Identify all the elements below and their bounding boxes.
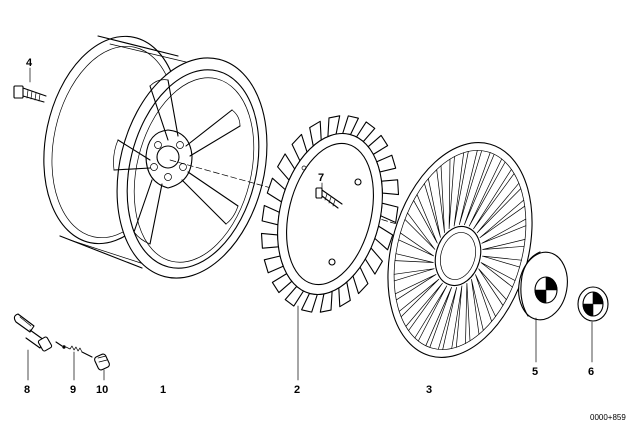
cover-vane bbox=[398, 278, 440, 318]
callout-10: 10 bbox=[96, 384, 108, 396]
callout-7: 7 bbox=[318, 172, 324, 184]
valve-insert bbox=[55, 341, 93, 358]
cover-vane bbox=[453, 151, 469, 227]
cover-vane bbox=[393, 268, 435, 282]
cover-vane bbox=[424, 178, 441, 238]
cover-vane bbox=[464, 152, 495, 226]
cover-vane bbox=[479, 199, 526, 238]
fan-blade bbox=[380, 179, 400, 196]
tire-valve bbox=[13, 313, 53, 352]
callout-6: 6 bbox=[588, 366, 594, 378]
wheel-rim bbox=[43, 35, 268, 279]
cover-vane bbox=[394, 253, 434, 263]
fan-blade bbox=[380, 202, 399, 224]
cover-vane bbox=[458, 150, 483, 226]
cover-vane bbox=[451, 285, 463, 349]
cover-vane bbox=[405, 282, 443, 331]
cover-vane bbox=[414, 285, 448, 342]
hub-cap bbox=[518, 251, 568, 321]
cover-vane bbox=[478, 268, 507, 306]
leader-lines bbox=[27, 67, 593, 381]
cover-vane bbox=[476, 182, 522, 234]
cover-vane bbox=[468, 158, 506, 227]
cover-vane bbox=[481, 218, 527, 244]
cover-vane bbox=[398, 232, 434, 257]
callout-4: 4 bbox=[26, 57, 33, 69]
cover-vane bbox=[413, 194, 438, 244]
fan-blade bbox=[342, 115, 359, 136]
cover-vane bbox=[480, 262, 516, 288]
wheel-cover bbox=[387, 142, 533, 358]
fan-screw bbox=[315, 187, 343, 209]
cover-vane bbox=[437, 286, 458, 350]
callout-5: 5 bbox=[532, 366, 538, 378]
cover-vane bbox=[471, 279, 484, 335]
fan-blade bbox=[261, 204, 280, 226]
cover-vane bbox=[482, 255, 522, 268]
callout-2: 2 bbox=[294, 384, 300, 396]
fan-blade bbox=[260, 232, 280, 249]
cover-vane bbox=[448, 156, 455, 230]
wheel-bolt bbox=[13, 85, 47, 103]
fan-ring bbox=[260, 115, 400, 313]
reference-code: 0000+859 bbox=[590, 413, 626, 422]
cover-vane bbox=[482, 239, 526, 250]
cover-vane bbox=[404, 212, 436, 250]
valve-cap bbox=[94, 353, 110, 371]
cover-vane bbox=[425, 286, 452, 348]
cover-vane bbox=[465, 282, 471, 344]
cover-vane bbox=[473, 169, 515, 230]
fan-blade bbox=[301, 292, 318, 313]
cover-vane bbox=[475, 274, 496, 322]
cover-vane bbox=[436, 165, 445, 233]
callout-3: 3 bbox=[426, 384, 432, 396]
callout-1: 1 bbox=[160, 384, 166, 396]
callout-9: 9 bbox=[70, 384, 76, 396]
callout-8: 8 bbox=[24, 384, 30, 396]
bmw-emblem bbox=[577, 286, 609, 322]
cover-vane bbox=[394, 274, 437, 301]
